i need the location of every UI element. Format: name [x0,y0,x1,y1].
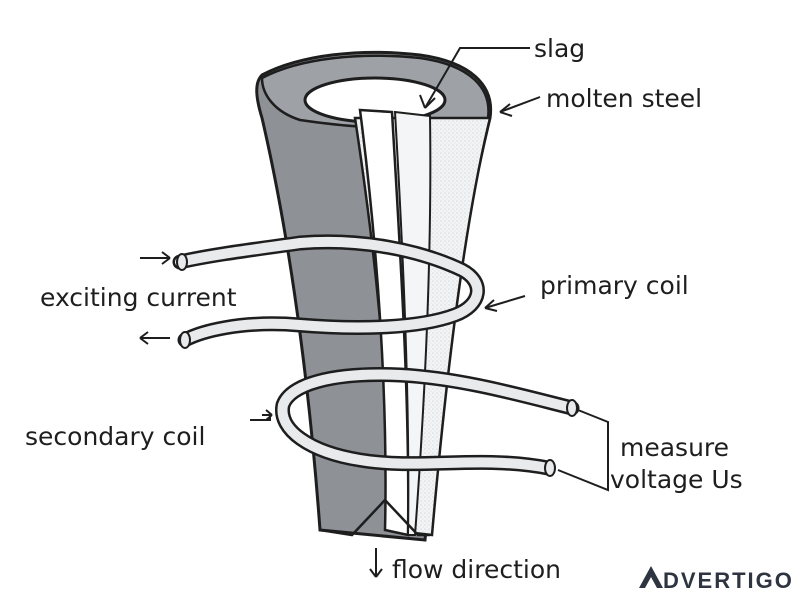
label-exciting-current: exciting current [40,283,237,312]
label-molten-steel: molten steel [546,84,702,113]
primary-coil-arrow [484,295,526,309]
molten-steel-arrow [499,96,541,113]
secondary-coil [275,367,580,477]
primary-coil [172,234,485,349]
nozzle-bottom-cut [319,498,430,537]
measure-bracket [557,409,609,492]
label-flow-direction: flow direction [392,555,561,584]
label-voltage-us: voltage Us [610,465,743,494]
secondary-coil-end-bottom [544,459,556,477]
slag-arrow [424,47,530,109]
primary-coil-end-out [179,331,191,349]
watermark: DVERTIGO [639,566,794,593]
pointer-arrows [139,47,609,578]
label-secondary-coil: secondary coil [25,422,205,451]
triangle-a-icon [639,566,663,588]
secondary-coil-end-top [566,399,578,417]
label-slag: slag [534,34,585,63]
watermark-text: DVERTIGO [663,568,794,593]
primary-coil-end-in [176,253,188,271]
label-primary-coil: primary coil [540,271,689,300]
label-measure: measure [620,433,729,462]
